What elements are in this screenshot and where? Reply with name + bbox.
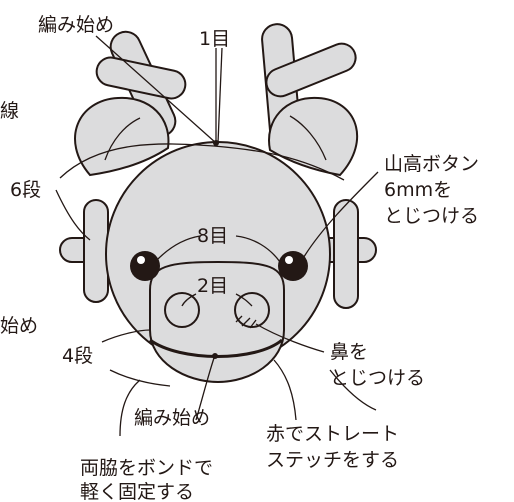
left-antler-side-branch bbox=[95, 56, 187, 100]
label-nose-line-1: 鼻を bbox=[330, 341, 368, 363]
label-red-line-2: ステッチをする bbox=[266, 449, 399, 471]
right-nostril bbox=[234, 292, 270, 328]
label-red-line-1: 赤でストレート bbox=[266, 423, 399, 445]
leader-stitch-two-right bbox=[235, 293, 253, 307]
label-edge-start: 始め bbox=[0, 315, 38, 337]
leader-row-six-arc bbox=[59, 143, 345, 181]
label-start-bottom: 編み始め bbox=[134, 407, 210, 429]
left-eye-highlight bbox=[137, 256, 145, 264]
leader-arm-right-outer bbox=[329, 369, 377, 411]
leader-row-one-b bbox=[217, 47, 223, 144]
left-ear bbox=[74, 96, 170, 177]
left-arm bbox=[59, 199, 119, 303]
leader-start-bottom bbox=[195, 357, 215, 421]
leader-row-four-a bbox=[101, 329, 151, 343]
leader-row-four-b bbox=[109, 369, 171, 387]
right-antler-side-branch bbox=[265, 42, 357, 98]
label-row-four: 4段 bbox=[62, 345, 93, 367]
label-stitch-two: 2目 bbox=[197, 275, 228, 297]
label-button-line-2: 6mmを bbox=[384, 179, 452, 201]
label-button-line-3: とじつける bbox=[384, 205, 479, 227]
right-arm bbox=[317, 199, 377, 309]
left-nostril bbox=[164, 292, 200, 328]
leader-stitch-eight-right bbox=[235, 235, 281, 263]
label-row-six: 6段 bbox=[10, 179, 41, 201]
left-eye-button bbox=[130, 251, 160, 281]
left-ear-inner-line bbox=[104, 117, 141, 161]
leader-stitch-two-left bbox=[181, 293, 197, 307]
right-eye-highlight bbox=[285, 256, 293, 264]
label-arms-line-1: 両脇をボンドで bbox=[80, 457, 213, 479]
mouth-start-point bbox=[212, 353, 218, 359]
label-button-line-1: 山高ボタン bbox=[384, 153, 479, 175]
leader-button bbox=[301, 171, 379, 261]
right-ear bbox=[268, 96, 358, 177]
right-eye-button bbox=[278, 251, 308, 281]
leader-red-stitch bbox=[273, 359, 297, 421]
label-start-top: 編み始め bbox=[38, 14, 114, 36]
label-nose-line-2: とじつける bbox=[330, 367, 425, 389]
left-ear-shape bbox=[74, 96, 170, 177]
right-arm-vertical bbox=[333, 199, 359, 309]
leader-row-six-text bbox=[55, 189, 91, 241]
leader-stitch-eight-left bbox=[154, 235, 201, 263]
left-arm-vertical bbox=[83, 199, 109, 303]
right-ear-inner-line bbox=[289, 115, 327, 161]
label-row-one: 1目 bbox=[199, 28, 230, 50]
nose-stitch-marks bbox=[235, 315, 257, 329]
left-eye bbox=[130, 251, 160, 281]
right-eye bbox=[278, 251, 308, 281]
leader-arms bbox=[119, 379, 141, 437]
leader-nose bbox=[255, 323, 325, 353]
label-edge-line: 線 bbox=[0, 100, 19, 122]
leader-start-top bbox=[95, 35, 217, 144]
label-arms-line-2: 軽く固定する bbox=[80, 481, 194, 502]
label-stitch-eight: 8目 bbox=[197, 225, 228, 247]
